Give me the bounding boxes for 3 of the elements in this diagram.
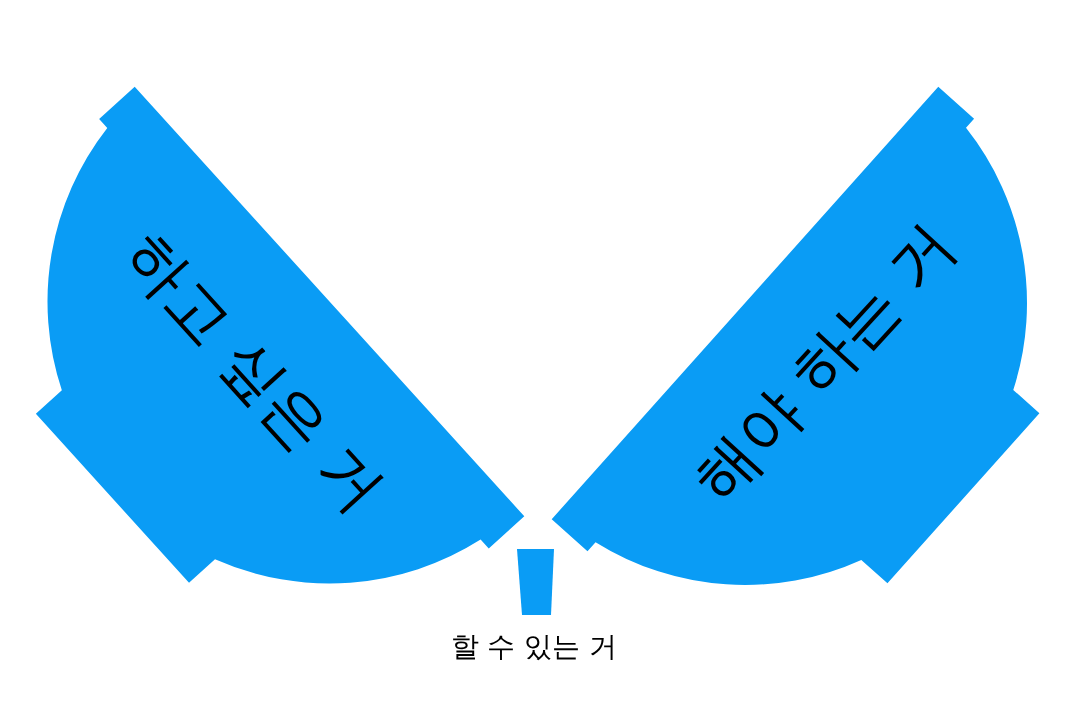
shape-label: 할 수 있는 거: [450, 633, 618, 661]
shape-label: 해야 하는 거: [683, 213, 966, 513]
shape-label: 하고 싶은 거: [112, 221, 394, 523]
